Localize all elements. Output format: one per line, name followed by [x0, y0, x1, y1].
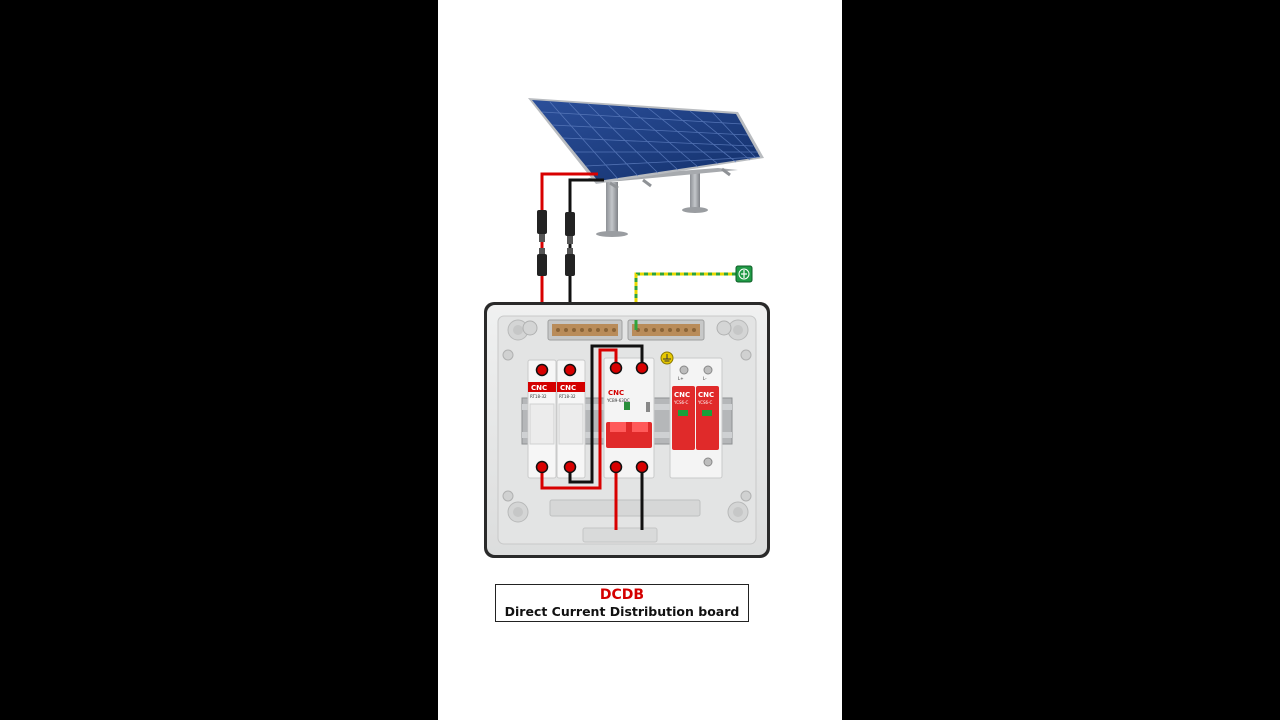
mc4-connector-negative [565, 212, 575, 276]
dcdb-wiring-diagram: CNC RT18-32 CNC RT18-32 CNC YCB9-63DC [484, 98, 770, 558]
busbar-neutral [547, 319, 623, 341]
spd-brand-1: CNC [674, 391, 690, 399]
spd-brand-2: CNC [698, 391, 714, 399]
busbar-earth [627, 319, 705, 341]
fuse-model-2: RT18-32 [559, 394, 576, 399]
caption-title: DCDB [599, 587, 645, 603]
caption-box: DCDB Direct Current Distribution board [495, 584, 749, 622]
caption-subtitle: Direct Current Distribution board [504, 604, 740, 619]
video-frame: CNC RT18-32 CNC RT18-32 CNC YCB9-63DC [438, 0, 842, 720]
fuse-holder-positive: CNC RT18-32 [527, 359, 557, 479]
spd-label-minus: L- [703, 376, 707, 381]
terminal-points [535, 361, 649, 474]
panel-post-right [690, 172, 700, 210]
surge-protection-device: L+ L- CNC CNC YCS6-C YCS6-C [669, 357, 723, 479]
spd-label-plus: L+ [678, 376, 684, 381]
fuse-brand-1: CNC [531, 384, 547, 392]
dc-mcb: CNC YCB9-63DC [603, 357, 655, 479]
positive-wire-fuse-to-mcb [540, 348, 618, 490]
fuse-holder-negative: CNC RT18-32 [556, 359, 586, 479]
spd-model-2: YCS6-C [697, 400, 713, 405]
fuse-brand-2: CNC [560, 384, 576, 392]
solar-panel [528, 98, 764, 237]
fuse-model-1: RT18-32 [530, 394, 547, 399]
negative-wire-fuse-to-mcb [568, 344, 644, 484]
earth-terminal-icon [660, 351, 674, 365]
panel-post-left [606, 182, 618, 234]
spd-model-1: YCS6-C [673, 400, 689, 405]
mc4-connector-positive [537, 210, 547, 276]
mcb-model: YCB9-63DC [606, 398, 630, 403]
earth-ground-icon [735, 265, 753, 283]
mcb-brand: CNC [608, 389, 624, 397]
